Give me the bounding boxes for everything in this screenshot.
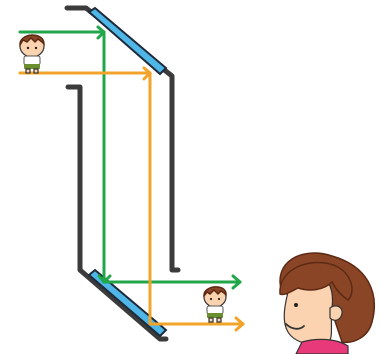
observer-face xyxy=(279,252,376,354)
child-bottom-eye-left xyxy=(209,297,213,301)
child-bottom-eye-right xyxy=(217,297,221,301)
child-top-shirt xyxy=(23,55,41,66)
child-image-bottom xyxy=(203,286,227,323)
child-top-hair xyxy=(19,34,45,48)
child-bottom-leg-right xyxy=(216,317,222,323)
child-bottom-hair xyxy=(203,286,227,299)
observer-mouth xyxy=(285,323,305,330)
child-top-leg-right xyxy=(33,68,39,74)
ray-upper xyxy=(18,30,242,284)
ray-upper-arrow-3 xyxy=(231,274,242,290)
ray-upper-arrow-2 xyxy=(97,274,112,284)
child-top-eye-left xyxy=(26,46,30,50)
mirrors xyxy=(87,6,168,338)
light-rays xyxy=(18,25,245,332)
observer-eye xyxy=(294,303,298,307)
observer-collar xyxy=(295,338,349,354)
child-top-shorts xyxy=(24,64,40,69)
mirror-bottom xyxy=(87,268,168,338)
observer-ear xyxy=(329,305,343,321)
child-top-eye-right xyxy=(34,46,38,50)
ray-lower-arrow-1 xyxy=(142,66,152,81)
periscope-tube xyxy=(64,5,181,342)
ray-upper-arrow-1 xyxy=(96,25,106,40)
child-object-top xyxy=(19,34,45,74)
tube-left-wall xyxy=(65,84,169,342)
tube-top-wall xyxy=(64,5,181,273)
child-bottom-leg-left xyxy=(208,317,214,323)
child-bottom-shirt xyxy=(206,305,224,315)
observer-hair-fringe xyxy=(279,261,353,301)
mirror-top xyxy=(87,6,168,76)
ray-lower xyxy=(18,71,245,326)
ray-lower-arrow-2 xyxy=(234,316,245,332)
child-top-leg-left xyxy=(25,68,31,74)
child-bottom-shorts xyxy=(207,313,223,318)
